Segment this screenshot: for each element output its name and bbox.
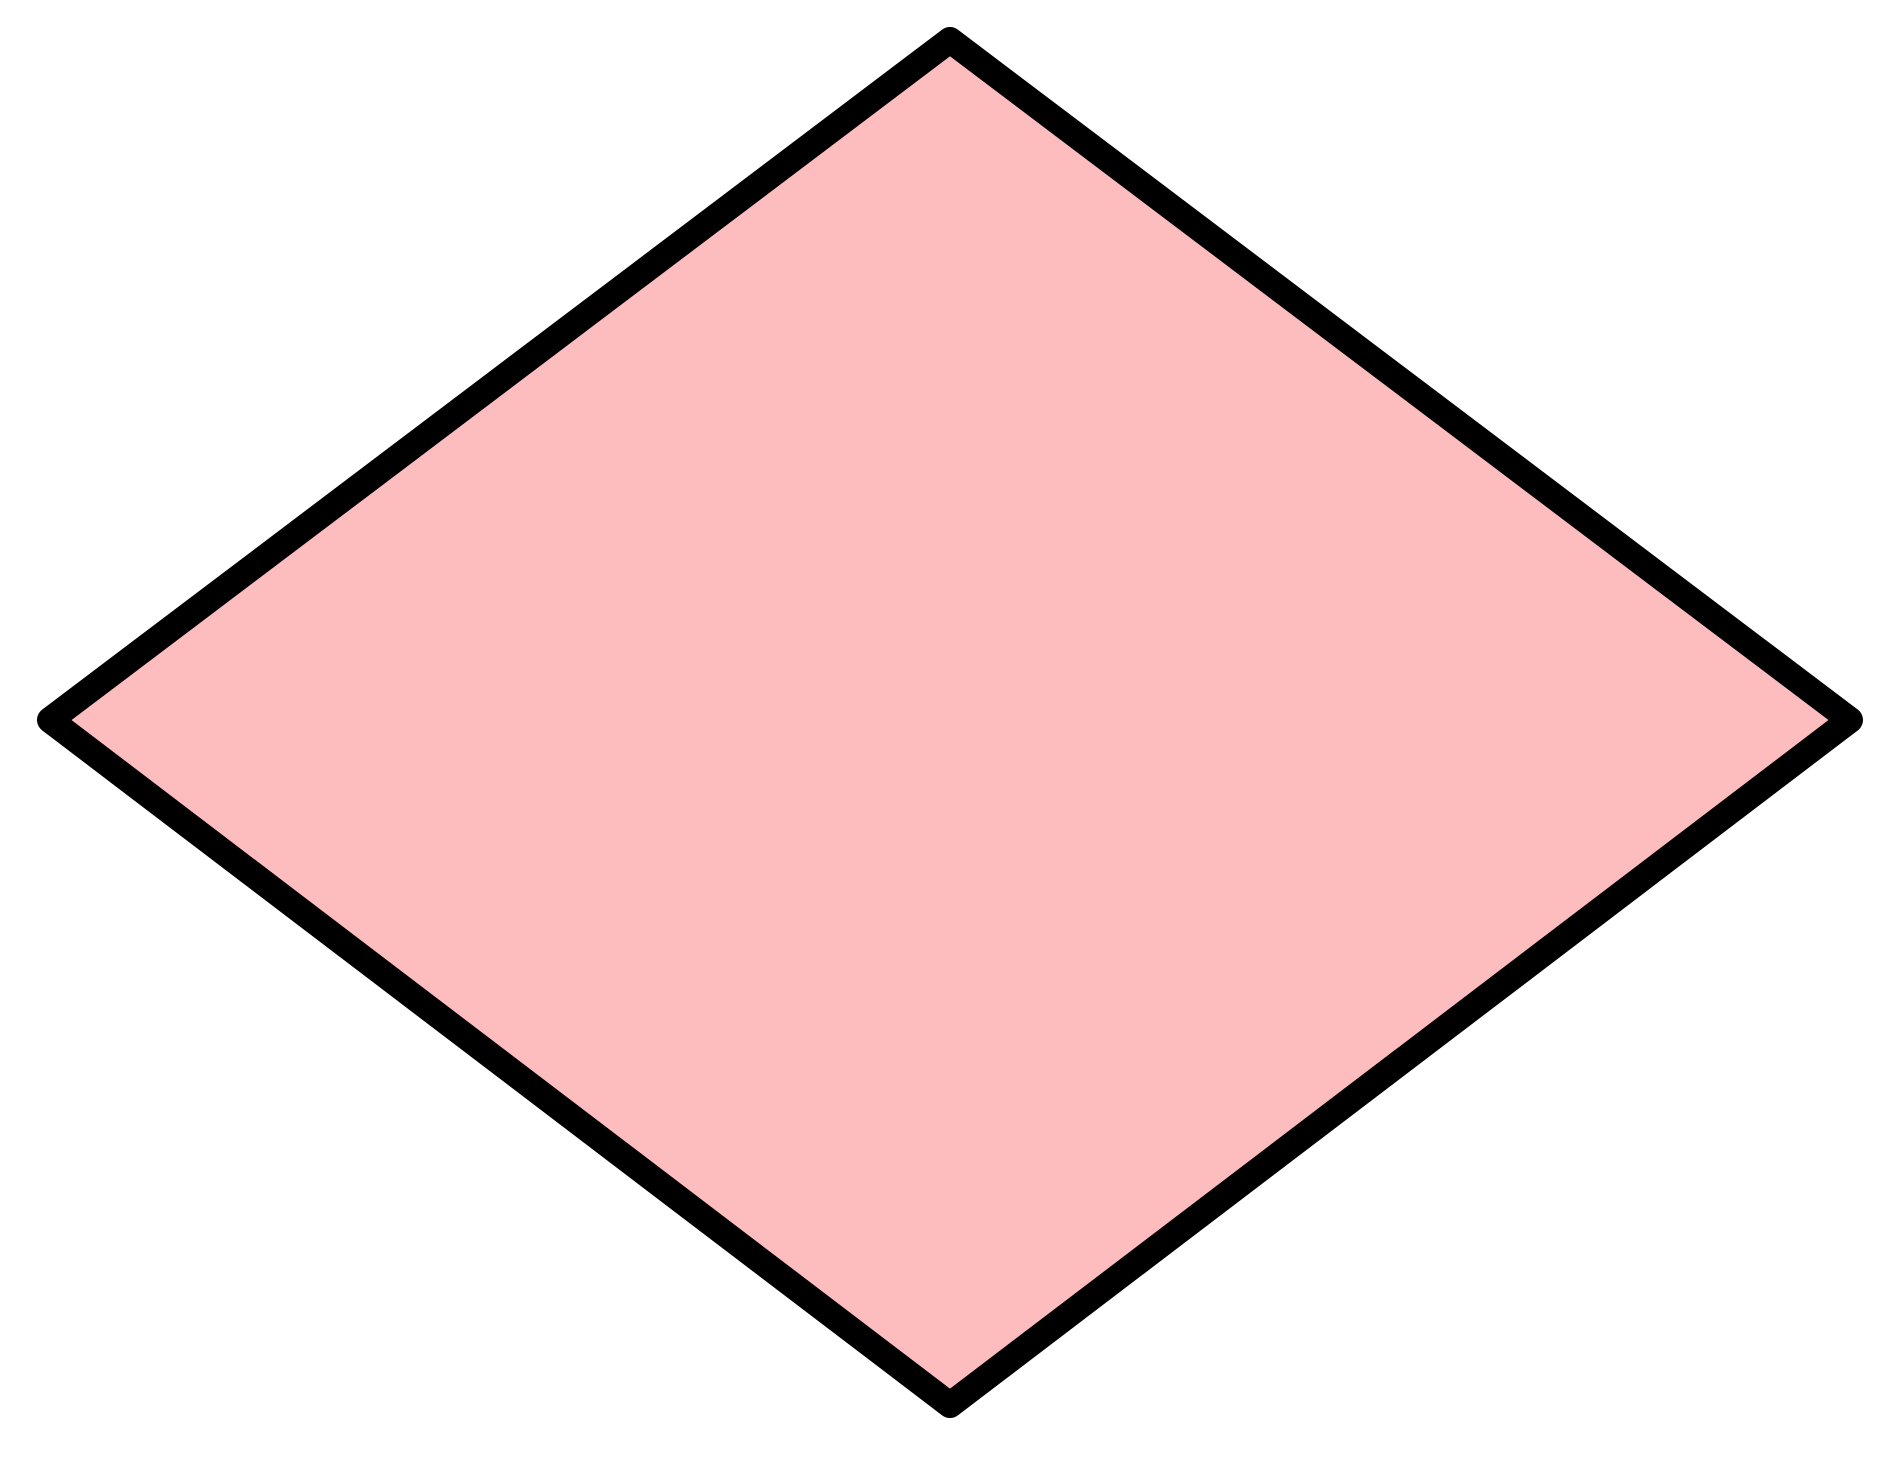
decision-diamond: [37, 27, 1863, 1418]
